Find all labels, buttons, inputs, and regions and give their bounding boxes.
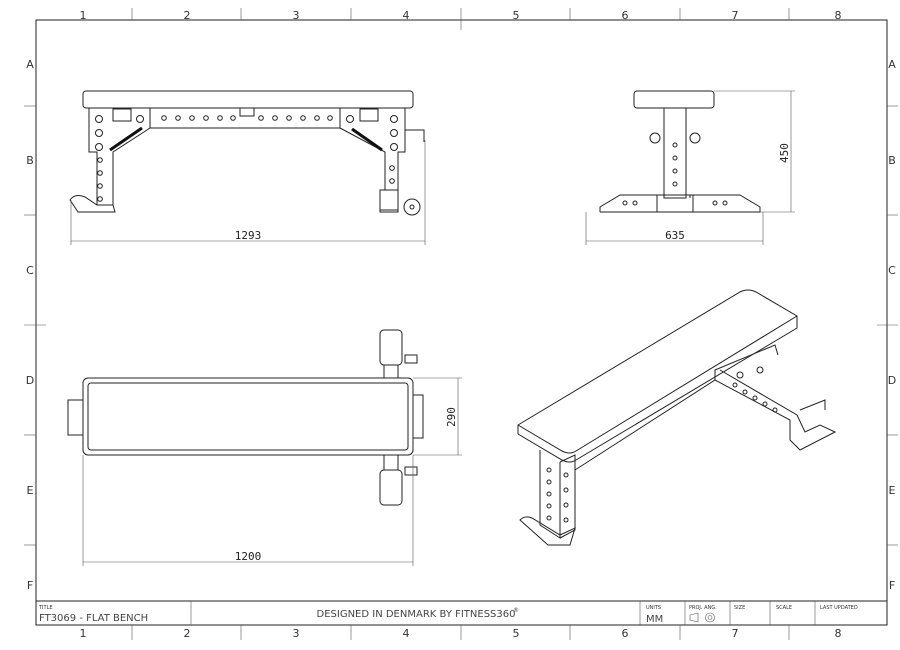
svg-text:E: E bbox=[27, 484, 34, 497]
svg-text:450: 450 bbox=[778, 143, 791, 163]
dimension-front-width: 1293 bbox=[70, 140, 426, 245]
svg-text:2: 2 bbox=[184, 9, 191, 22]
svg-text:B: B bbox=[26, 154, 34, 167]
svg-text:D: D bbox=[26, 374, 34, 387]
top-view bbox=[67, 329, 424, 506]
size-label: SIZE bbox=[734, 605, 745, 611]
logo-mark-left bbox=[109, 126, 143, 152]
logo-mark-right bbox=[351, 127, 383, 152]
svg-text:D: D bbox=[888, 374, 896, 387]
svg-text:6: 6 bbox=[622, 9, 629, 22]
projection-label: PROJ. ANG. bbox=[689, 605, 717, 611]
designed-by: DESIGNED IN DENMARK BY FITNESS360 bbox=[317, 609, 516, 620]
svg-text:C: C bbox=[888, 264, 896, 277]
svg-text:1293: 1293 bbox=[235, 229, 262, 242]
svg-text:A: A bbox=[26, 58, 34, 71]
svg-text:2: 2 bbox=[184, 627, 191, 640]
svg-text:E: E bbox=[889, 484, 896, 497]
svg-text:A: A bbox=[888, 58, 896, 71]
svg-text:3: 3 bbox=[293, 9, 300, 22]
title-label: TITLE bbox=[38, 605, 53, 611]
svg-text:5: 5 bbox=[513, 9, 520, 22]
units-label: UNITS bbox=[646, 605, 661, 611]
svg-text:290: 290 bbox=[445, 407, 458, 427]
svg-text:8: 8 bbox=[835, 627, 842, 640]
svg-text:C: C bbox=[26, 264, 34, 277]
registered-mark: ® bbox=[513, 607, 519, 614]
column-labels-bottom: 1 2 3 4 5 6 7 8 bbox=[80, 627, 842, 640]
svg-text:B: B bbox=[888, 154, 896, 167]
side-view bbox=[599, 90, 761, 213]
drawing-title: FT3069 - FLAT BENCH bbox=[39, 613, 148, 624]
svg-text:F: F bbox=[27, 579, 33, 592]
svg-text:7: 7 bbox=[732, 9, 739, 22]
dimension-top: 1200 290 bbox=[82, 377, 462, 566]
svg-text:5: 5 bbox=[513, 627, 520, 640]
grid-ticks bbox=[24, 8, 898, 640]
scale-label: SCALE bbox=[776, 605, 792, 611]
dimension-side: 635 450 bbox=[585, 90, 795, 245]
svg-text:4: 4 bbox=[403, 9, 410, 22]
row-labels-left: A B C D E F bbox=[26, 58, 34, 592]
svg-text:8: 8 bbox=[835, 9, 842, 22]
sheet-border bbox=[35, 19, 888, 626]
last-updated-label: LAST UPDATED bbox=[820, 605, 858, 611]
third-angle-projection-icon bbox=[689, 612, 715, 623]
column-labels-top: 1 2 3 4 5 6 7 8 bbox=[80, 9, 842, 22]
svg-text:4: 4 bbox=[403, 627, 410, 640]
svg-text:6: 6 bbox=[622, 627, 629, 640]
svg-text:1200: 1200 bbox=[235, 550, 262, 563]
row-labels-right: A B C D E F bbox=[888, 58, 896, 592]
front-view bbox=[69, 90, 425, 216]
svg-text:1: 1 bbox=[80, 627, 87, 640]
title-block: TITLE FT3069 - FLAT BENCH DESIGNED IN DE… bbox=[36, 600, 887, 625]
svg-text:3: 3 bbox=[293, 627, 300, 640]
svg-text:1: 1 bbox=[80, 9, 87, 22]
svg-text:7: 7 bbox=[732, 627, 739, 640]
isometric-view bbox=[517, 289, 837, 546]
svg-text:635: 635 bbox=[665, 229, 685, 242]
units-value: MM bbox=[646, 614, 663, 625]
svg-text:F: F bbox=[889, 579, 895, 592]
